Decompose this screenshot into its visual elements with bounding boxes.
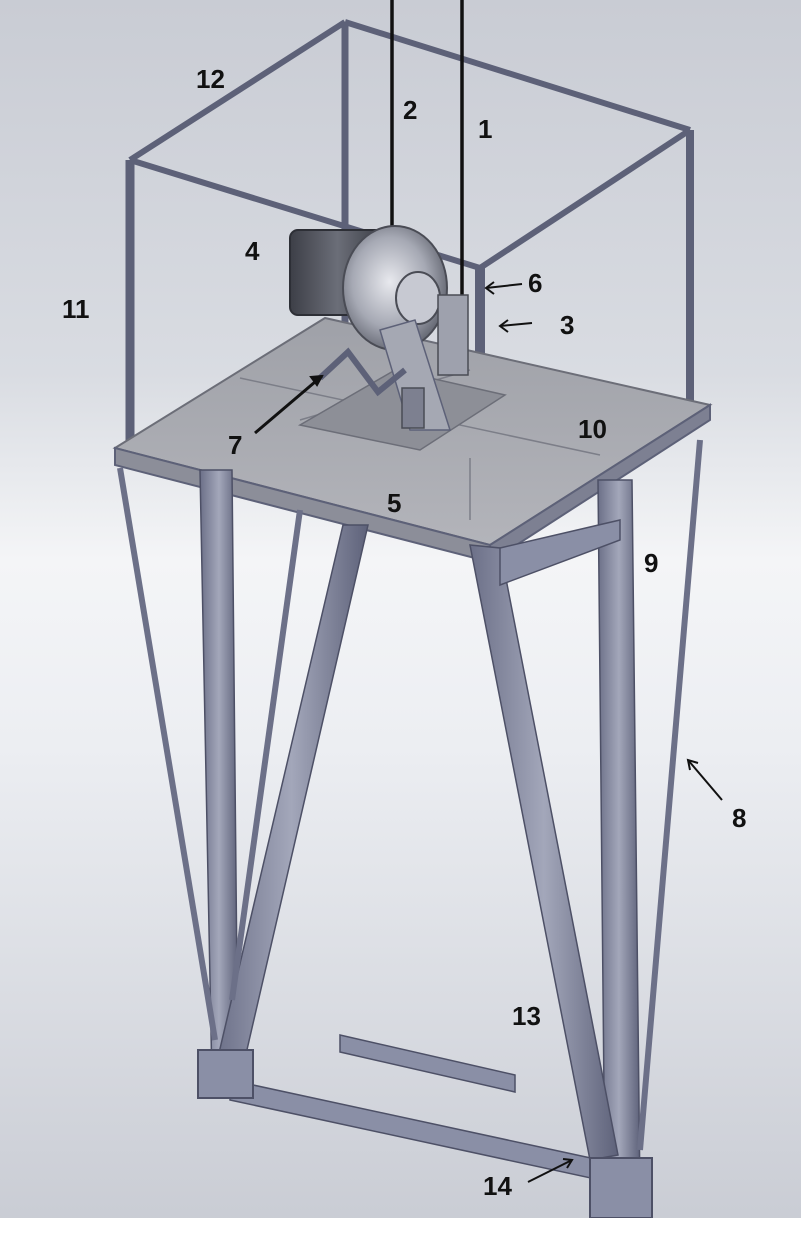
support-legs bbox=[117, 439, 703, 1196]
right-margin bbox=[801, 0, 805, 1243]
motor-assembly bbox=[289, 225, 469, 431]
callout-8: 8 bbox=[732, 803, 747, 833]
callout-6: 6 bbox=[528, 268, 543, 298]
bottom-bracing bbox=[229, 1034, 601, 1181]
callout-1: 1 bbox=[478, 114, 493, 144]
callout-12: 12 bbox=[196, 64, 225, 94]
callout-4: 4 bbox=[245, 236, 260, 266]
foot-plates bbox=[197, 1049, 653, 1219]
callout-13: 13 bbox=[512, 1001, 541, 1031]
bottom-margin bbox=[0, 1218, 805, 1243]
callout-arrows bbox=[254, 281, 723, 1183]
callout-2: 2 bbox=[403, 95, 418, 125]
callout-14: 14 bbox=[483, 1171, 512, 1201]
callout-11: 11 bbox=[62, 294, 90, 324]
callout-7: 7 bbox=[228, 430, 243, 460]
callout-10: 10 bbox=[578, 414, 607, 444]
callout-9: 9 bbox=[644, 548, 659, 578]
callout-5: 5 bbox=[387, 488, 402, 518]
callout-3: 3 bbox=[560, 310, 575, 340]
top-guard-frame bbox=[125, 19, 694, 530]
lifting-lines bbox=[390, 0, 464, 300]
